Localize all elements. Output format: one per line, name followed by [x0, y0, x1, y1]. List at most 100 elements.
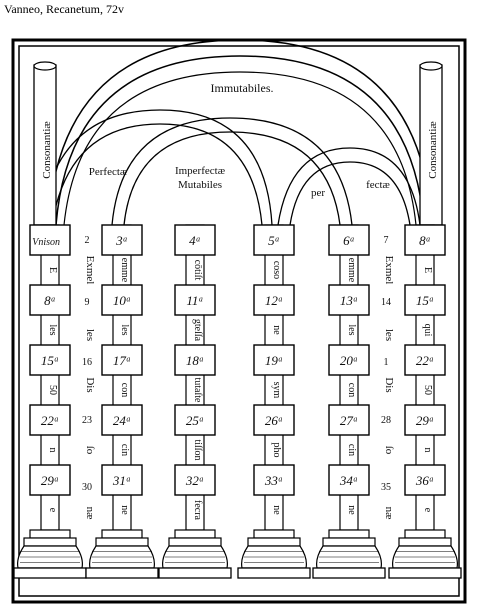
- shaft-label: n: [47, 448, 58, 453]
- interval-box: [328, 284, 370, 316]
- interval-box-label: 12ᵃ: [265, 293, 283, 308]
- interval-box-label: 5ᵃ: [268, 233, 280, 248]
- right-side-pillar: Consonantiæ: [419, 61, 443, 226]
- interval-box: [101, 464, 143, 496]
- shaft-label: E: [47, 267, 58, 273]
- pedestal-ring-2: [247, 537, 301, 547]
- interval-box-label: 29ᵃ: [41, 473, 59, 488]
- interval-box: [253, 224, 295, 256]
- interval-box: [404, 344, 446, 376]
- shaft-label: gteſſa: [192, 319, 203, 342]
- interval-box-label: 22ᵃ: [416, 353, 434, 368]
- shaft-label: cin: [119, 444, 130, 456]
- interval-box-label: 19ᵃ: [265, 353, 283, 368]
- interval-box-label: 15ᵃ: [416, 293, 434, 308]
- shaft-label: les: [346, 324, 357, 335]
- label-imperfectae: Imperfectæ: [175, 165, 225, 177]
- left-side-number: 16: [82, 357, 92, 368]
- interval-box: [404, 224, 446, 256]
- interval-box-label: 6ᵃ: [343, 233, 355, 248]
- interval-box: [174, 224, 216, 256]
- figure-caption: Vanneo, Recanetum, 72v: [4, 2, 124, 16]
- arch-perfect-2: [51, 123, 263, 226]
- right-side-number: 1: [384, 357, 389, 368]
- column-2: cōtiſtgteſſatutaſtetiſſonfecra4ᵃ11ᵃ18ᵃ25…: [158, 224, 232, 579]
- shaft-label: les: [119, 324, 130, 335]
- interval-box: [29, 344, 71, 376]
- shaft-label: 50: [47, 385, 58, 395]
- interval-box: [29, 464, 71, 496]
- pedestal-ring-1: [404, 529, 446, 539]
- left-side-number: 30: [82, 482, 92, 493]
- label-mutabiles: Mutabiles: [178, 179, 222, 191]
- left-side-word: ſo: [84, 446, 96, 455]
- pedestal-ring-1: [253, 529, 295, 539]
- left-side-number: 2: [85, 235, 90, 246]
- interval-box-label: 36ᵃ: [415, 473, 434, 488]
- pedestal-plinth: [388, 567, 462, 579]
- shaft-label: emme: [119, 258, 130, 283]
- interval-box: [404, 284, 446, 316]
- arch-outer-3: [63, 71, 417, 226]
- interval-box-label: 4ᵃ: [189, 233, 201, 248]
- shaft-label: ne: [346, 505, 357, 515]
- left-side-word: les: [84, 329, 96, 341]
- pedestal-ring-2: [95, 537, 149, 547]
- right-side-number: 28: [381, 415, 391, 426]
- pedestal-ring-1: [174, 529, 216, 539]
- interval-box: [101, 224, 143, 256]
- interval-box-label: 32ᵃ: [185, 473, 204, 488]
- left-side-number: 9: [85, 297, 90, 308]
- pedestal-plinth: [237, 567, 311, 579]
- label-fectae: fectæ: [366, 179, 390, 191]
- side-numbers-layer: 2916233071412835ExmellesDisſonæExmellesD…: [82, 235, 395, 519]
- right-side-number: 35: [381, 482, 391, 493]
- interval-box-label: 8ᵃ: [419, 233, 431, 248]
- interval-box-label: 22ᵃ: [41, 413, 59, 428]
- interval-box: [29, 284, 71, 316]
- pedestal-ring-2: [168, 537, 222, 547]
- interval-box: [253, 464, 295, 496]
- interval-box-label: 31ᵃ: [112, 473, 131, 488]
- right-side-number: 14: [381, 297, 391, 308]
- shaft-label: cōtiſt: [192, 260, 203, 281]
- interval-box: [174, 284, 216, 316]
- interval-box-label: 10ᵃ: [113, 293, 131, 308]
- shaft-label: coso: [271, 261, 282, 279]
- interval-box: [101, 344, 143, 376]
- arch-perfect-1: [39, 109, 273, 226]
- label-per: per: [311, 187, 325, 199]
- interval-box-label: 25ᵃ: [186, 413, 204, 428]
- right-side-word: næ: [383, 507, 395, 520]
- interval-box: [29, 404, 71, 436]
- pedestal-plinth: [312, 567, 386, 579]
- pedestal-ring-1: [29, 529, 71, 539]
- arch-perfect-right-2: [289, 161, 411, 226]
- arch-imperfect-2: [123, 131, 341, 226]
- shaft-label: tutaſte: [192, 378, 203, 404]
- interval-box-label: 18ᵃ: [186, 353, 204, 368]
- label-immutabiles: Immutabiles.: [211, 81, 274, 95]
- shaft-label: tiſſon: [192, 439, 203, 460]
- left-side-pillar: Consonantiæ: [33, 61, 57, 226]
- interval-box: [29, 224, 71, 256]
- pedestal-ring-1: [101, 529, 143, 539]
- pedestal-ring-2: [23, 537, 77, 547]
- shaft-label: ne: [271, 505, 282, 515]
- left-side-word: Exmel: [84, 256, 96, 285]
- shaft-label: les: [47, 324, 58, 335]
- left-side-word: næ: [84, 507, 96, 520]
- outer-frame: [11, 38, 467, 604]
- shaft-label: con: [346, 383, 357, 397]
- interval-box-label: 15ᵃ: [41, 353, 59, 368]
- left-pillar-label: Consonantiæ: [41, 121, 53, 178]
- shaft-label: emme: [346, 258, 357, 283]
- shaft-label: ne: [271, 325, 282, 335]
- shaft-label: e: [47, 508, 58, 513]
- inner-frame: [18, 45, 460, 597]
- arch-outer-1: [47, 39, 433, 226]
